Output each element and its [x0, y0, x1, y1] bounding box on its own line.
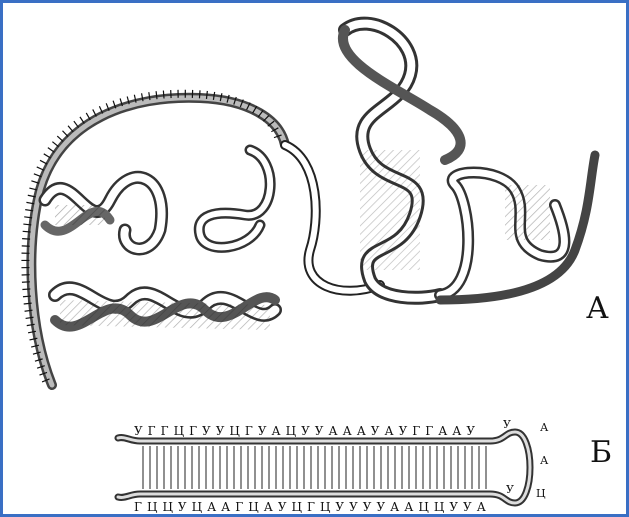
loop-base-4: Ц	[536, 487, 546, 500]
loop-base-1: У	[503, 418, 511, 431]
panel-b-label: Б	[590, 435, 612, 470]
panel-a-label: А	[586, 291, 609, 326]
loop-base-2: А	[540, 421, 549, 434]
hairpin-diagram	[118, 432, 530, 503]
strand-illustration	[25, 24, 595, 385]
middle-loop	[199, 150, 270, 247]
base-pair-rungs	[140, 446, 490, 489]
upper-left-helix	[45, 177, 162, 249]
hairpin-top-sequence: У Г Г Ц Г У У Ц Г У А Ц У У А А А У А У …	[134, 424, 476, 438]
hairpin-bottom-sequence: Г Ц Ц У Ц А А Г Ц А У Ц Г Ц У У У У А А …	[134, 500, 486, 514]
loop-base-5: У	[506, 483, 514, 496]
loop-base-3: А	[540, 454, 549, 467]
lower-left-helix	[55, 288, 275, 330]
right-loop-and-tail	[440, 155, 595, 300]
right-helix	[343, 24, 461, 298]
